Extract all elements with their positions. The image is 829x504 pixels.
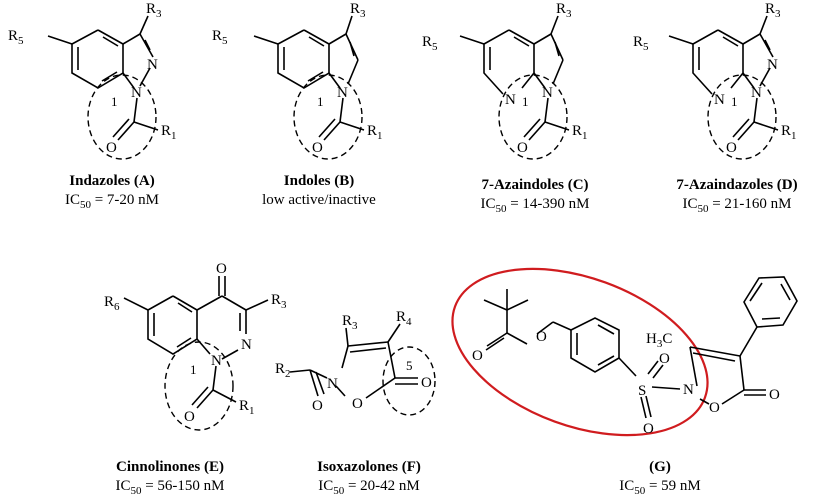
ring-number-a: 1: [111, 94, 118, 109]
n1-label-a: N: [131, 85, 142, 101]
isoxazolone-labels: R3 R4 R2 N O O O 5: [275, 309, 432, 414]
o-label-e: O: [184, 409, 195, 425]
ring-number-c: 1: [522, 94, 529, 109]
compound-name-d: 7-Azaindazoles (D): [676, 177, 798, 193]
r3-label-f: R3: [342, 313, 358, 332]
compound-name-g: (G): [649, 459, 671, 475]
o-label-a: O: [106, 140, 117, 156]
activity-b: low active/inactive: [262, 192, 376, 208]
n1-label-b: N: [337, 85, 348, 101]
compound-name-e: Cinnolinones (E): [116, 459, 224, 475]
ic50-e: IC50 = 56-150 nM: [115, 478, 225, 497]
highlight-ellipse-g: [451, 267, 709, 437]
o-label-b: O: [312, 140, 323, 156]
caption-b: Indoles (B) low active/inactive: [249, 172, 389, 210]
n1-label-c: N: [542, 85, 553, 101]
r5-label-b: R5: [212, 28, 228, 47]
o4-label-e: O: [216, 261, 227, 277]
indazole-labels: R5 R3 N N 1 O R1: [8, 1, 177, 156]
ring-number-b: 1: [317, 94, 324, 109]
compound-name-a: Indazoles (A): [69, 173, 155, 189]
azaindazole-bonds: [668, 15, 779, 141]
o-label-c: O: [517, 140, 528, 156]
r1-label-a: R1: [161, 123, 177, 142]
ic50-d: IC50 = 21-160 nM: [682, 196, 792, 215]
ic50-f: IC50 = 20-42 nM: [318, 478, 420, 497]
n2-label-d: N: [767, 57, 778, 73]
r2-label-f: R2: [275, 361, 291, 380]
r3-label-a: R3: [146, 1, 162, 20]
ring-number-e: 1: [190, 362, 197, 377]
r1-label-e: R1: [239, 398, 255, 417]
azaindazole-labels: R5 R3 N N N 1 O R1: [633, 1, 797, 156]
s-label-g: S: [638, 383, 646, 399]
o-acyl-label-f: O: [312, 398, 323, 414]
r5-label-c: R5: [422, 34, 438, 53]
o-carbonyl-label-g: O: [472, 348, 483, 364]
n7-label-c: N: [505, 92, 516, 108]
ring-number-d: 1: [731, 94, 738, 109]
n1-label-d: N: [751, 85, 762, 101]
o-lactone-label-g: O: [769, 387, 780, 403]
azaindole-labels: R5 R3 N N 1 O R1: [422, 1, 588, 156]
indole-bonds: [253, 15, 365, 141]
o-label-d: O: [726, 140, 737, 156]
r1-label-b: R1: [367, 123, 383, 142]
isoxazolone-bonds: [289, 323, 418, 399]
o-ester-label-g: O: [536, 329, 547, 345]
dashed-circle-b: [293, 74, 363, 160]
caption-a: Indazoles (A) IC50 = 7-20 nM: [52, 172, 172, 215]
r1-label-d: R1: [781, 123, 797, 142]
r5-label-d: R5: [633, 34, 649, 53]
r1-label-c: R1: [572, 123, 588, 142]
r3-label-e: R3: [271, 292, 287, 311]
o-s2-label-g: O: [643, 421, 654, 437]
compound-g-labels: O O S O O N O O H3C: [472, 329, 780, 437]
n1-label-e: N: [211, 353, 222, 369]
n2-label-a: N: [147, 57, 158, 73]
dashed-circle-a: [87, 74, 157, 160]
indazole-bonds: [47, 15, 159, 141]
o-ring-label-f: O: [352, 396, 363, 412]
n-label-g: N: [683, 382, 694, 398]
cinnolinone-bonds: [123, 276, 269, 409]
compound-name-f: Isoxazolones (F): [317, 459, 421, 475]
o-s1-label-g: O: [659, 351, 670, 367]
caption-e: Cinnolinones (E) IC50 = 56-150 nM: [95, 458, 245, 501]
ic50-g: IC50 = 59 nM: [619, 478, 701, 497]
caption-g: (G) IC50 = 59 nM: [595, 458, 725, 501]
caption-c: 7-Azaindoles (C) IC50 = 14-390 nM: [460, 176, 610, 219]
n7-label-d: N: [714, 92, 725, 108]
compound-g-bonds: [483, 276, 798, 419]
o-carbonyl-label-f: O: [421, 375, 432, 391]
caption-d: 7-Azaindazoles (D) IC50 = 21-160 nM: [662, 176, 812, 219]
r5-label-a: R5: [8, 28, 24, 47]
ic50-a: IC50 = 7-20 nM: [64, 192, 160, 211]
dashed-circle-f: [382, 346, 436, 416]
compound-name-c: 7-Azaindoles (C): [481, 177, 589, 193]
methyl-label-g: H3C: [646, 331, 672, 350]
n2-label-e: N: [241, 337, 252, 353]
ring-number-f: 5: [406, 358, 413, 373]
o-ring-label-g: O: [709, 400, 720, 416]
indole-labels: R5 R3 N 1 O R1: [212, 1, 383, 156]
dashed-circle-e: [164, 341, 234, 431]
dashed-circle-c: [498, 74, 568, 160]
ic50-c: IC50 = 14-390 nM: [480, 196, 590, 215]
r6-label-e: R6: [104, 294, 120, 313]
dashed-circle-d: [707, 74, 777, 160]
compound-name-b: Indoles (B): [283, 173, 355, 189]
caption-f: Isoxazolones (F) IC50 = 20-42 nM: [299, 458, 439, 501]
n-label-f: N: [327, 376, 338, 392]
azaindole-bonds: [459, 15, 570, 141]
